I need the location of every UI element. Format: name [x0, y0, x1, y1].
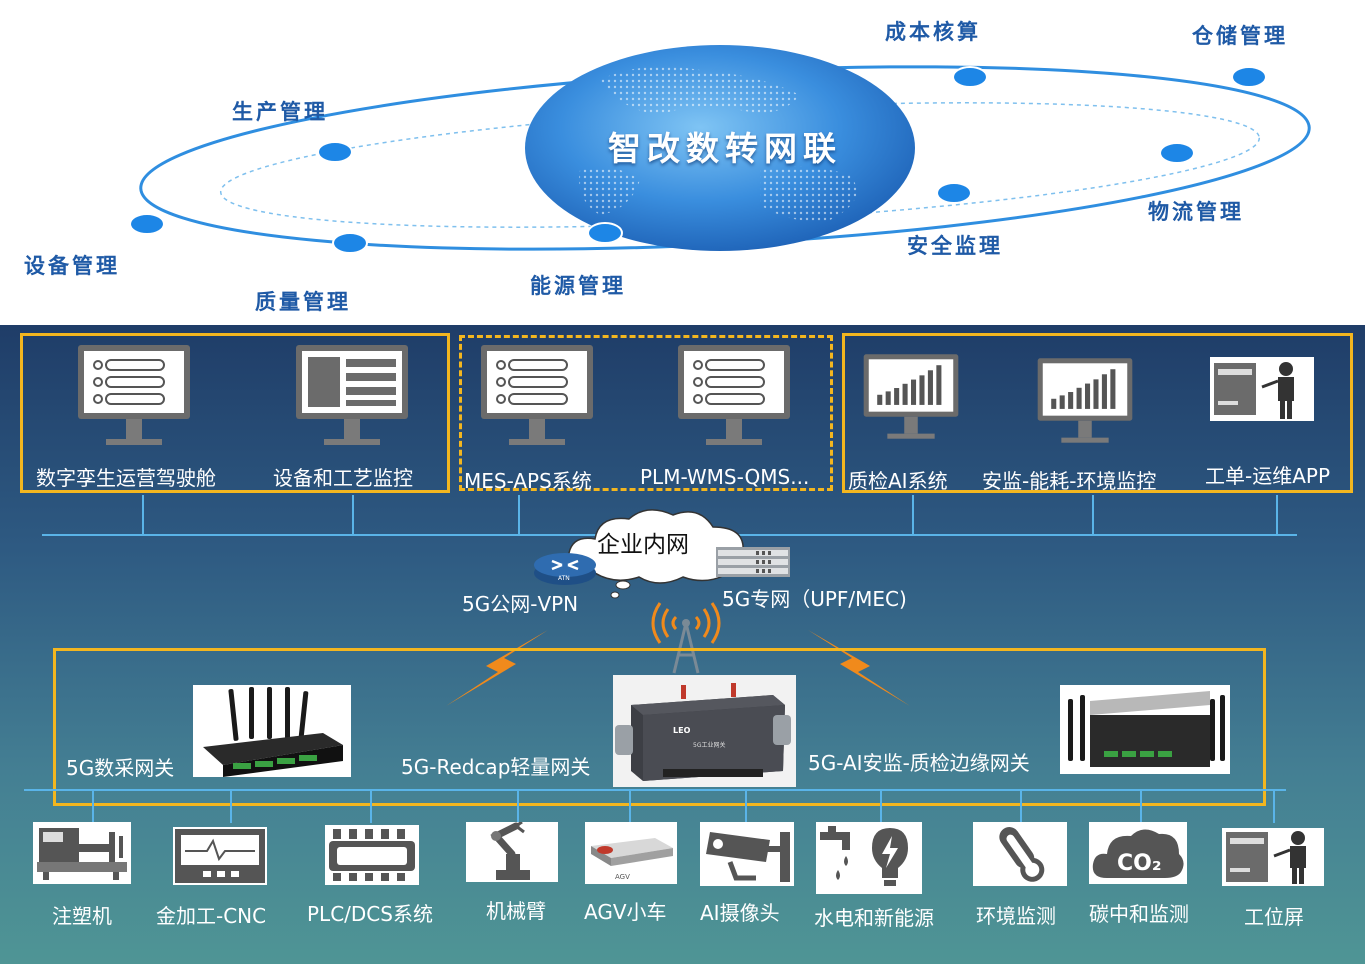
device-drop [370, 789, 372, 823]
ai-camera-icon [700, 822, 794, 886]
operator-workstation-icon [1210, 357, 1314, 421]
workstation-screen-icon [1222, 828, 1324, 886]
device-label-cnc: 金加工-CNC [156, 904, 267, 928]
app-group-3 [842, 333, 1353, 493]
app-label-equipment-monitor: 设备和工艺监控 [273, 466, 413, 490]
label-cost-accounting: 成本核算 [885, 20, 981, 44]
device-drop [880, 789, 882, 823]
label-energy: 能源管理 [530, 274, 626, 298]
plc-dcs-icon [325, 825, 419, 885]
5g-redcap-gateway-photo: LEO 5G工业网关 [613, 675, 796, 787]
bus-drop [142, 495, 144, 535]
orbit-nodes [129, 66, 1267, 254]
thermometer-icon [973, 822, 1067, 886]
agv-tag: AGV [615, 873, 630, 881]
5g-data-gateway-photo [193, 685, 351, 777]
label-production: 生产管理 [232, 100, 328, 124]
app-label-workorder-app: 工单-运维APP [1205, 464, 1331, 488]
robot-arm-icon [466, 822, 558, 882]
device-label-plc: PLC/DCS系统 [307, 902, 433, 926]
signal-bolt-left [446, 630, 548, 706]
bus-drop [912, 495, 914, 535]
gateway-brand-text: LEO [673, 726, 691, 735]
cnc-machine-icon [173, 827, 267, 885]
gateway-label-redcap: 5G-Redcap轻量网关 [401, 755, 591, 779]
carbon-monitor-icon: CO₂ [1089, 822, 1187, 884]
monitor-list-icon [678, 345, 790, 445]
label-logistics: 物流管理 [1148, 200, 1244, 224]
monitor-list-icon [78, 345, 190, 445]
gateway-label-ai-edge: 5G-AI安监-质检边缘网关 [808, 751, 1030, 775]
globe-title: 智改数转网联 [608, 129, 842, 168]
atn-tag: ATN [558, 575, 570, 582]
gateway-model-text: 5G工业网关 [693, 741, 725, 749]
cell-tower-icon [651, 602, 721, 674]
monitor-dashboard-icon [296, 345, 408, 445]
device-label-agv: AGV小车 [584, 900, 667, 924]
signal-bolt-right [808, 630, 910, 706]
bus-drop [1276, 495, 1278, 535]
architecture-section: 数字孪生运营驾驶舱 设备和工艺监控 MES-APS系统 PLM-WMS-QMS.… [0, 325, 1365, 964]
monitor-bar-chart-icon [863, 354, 959, 439]
app-label-mes-aps: MES-APS系统 [464, 469, 592, 493]
water-power-icon [816, 822, 922, 894]
atn-router-icon: ATN [534, 553, 596, 585]
app-label-quality-ai: 质检AI系统 [848, 469, 948, 493]
device-label-station-screen: 工位屏 [1244, 905, 1304, 929]
device-label-water-power: 水电和新能源 [814, 906, 934, 930]
device-label-injection: 注塑机 [52, 904, 112, 928]
co2-text: CO₂ [1117, 851, 1161, 876]
device-drop [230, 789, 232, 823]
label-safety: 安全监理 [907, 234, 1003, 258]
app-label-digital-twin: 数字孪生运营驾驶舱 [36, 466, 216, 490]
label-equipment: 设备管理 [24, 254, 120, 278]
device-drop [745, 789, 747, 823]
device-label-carbon: 碳中和监测 [1089, 902, 1189, 926]
device-drop [629, 789, 631, 823]
public-5g-vpn-label: 5G公网-VPN [462, 592, 579, 616]
device-drop [1140, 789, 1142, 823]
bus-drop [352, 495, 354, 535]
gateway-group [53, 648, 1266, 806]
label-warehouse: 仓储管理 [1192, 24, 1288, 48]
private-5g-label: 5G专网（UPF/MEC) [722, 587, 907, 611]
app-label-plm-wms-qms: PLM-WMS-QMS... [640, 465, 810, 489]
app-label-safety-energy-env: 安监-能耗-环境监控 [982, 469, 1157, 493]
device-drop [92, 789, 94, 823]
device-drop [1020, 789, 1022, 823]
intranet-cloud-icon [567, 509, 747, 599]
lower-bus-line [24, 789, 1286, 791]
device-label-ai-camera: AI摄像头 [700, 901, 780, 925]
top-section: 智改数转网联 成本核算 仓储管理 生产管理 物流管理 设备管理 安全监理 质量管… [0, 0, 1365, 325]
agv-cart-icon: AGV [585, 822, 677, 884]
server-rack-icon [716, 547, 790, 577]
injection-molding-icon [33, 822, 131, 884]
bus-drop [518, 495, 520, 535]
monitor-list-icon [481, 345, 593, 445]
label-quality: 质量管理 [255, 290, 351, 314]
device-drop [517, 789, 519, 823]
device-label-environment: 环境监测 [976, 904, 1056, 928]
5g-ai-edge-gateway-photo [1060, 685, 1230, 774]
monitor-bar-chart-icon [1037, 358, 1133, 443]
gateway-label-data: 5G数采网关 [66, 756, 175, 780]
device-drop [1273, 789, 1275, 823]
app-group-1 [20, 333, 450, 493]
intranet-label: 企业内网 [597, 532, 689, 558]
app-group-2 [459, 335, 833, 491]
orbit-diagram [129, 45, 1311, 254]
device-label-robot-arm: 机械臂 [486, 899, 546, 923]
bus-drop [1092, 495, 1094, 535]
